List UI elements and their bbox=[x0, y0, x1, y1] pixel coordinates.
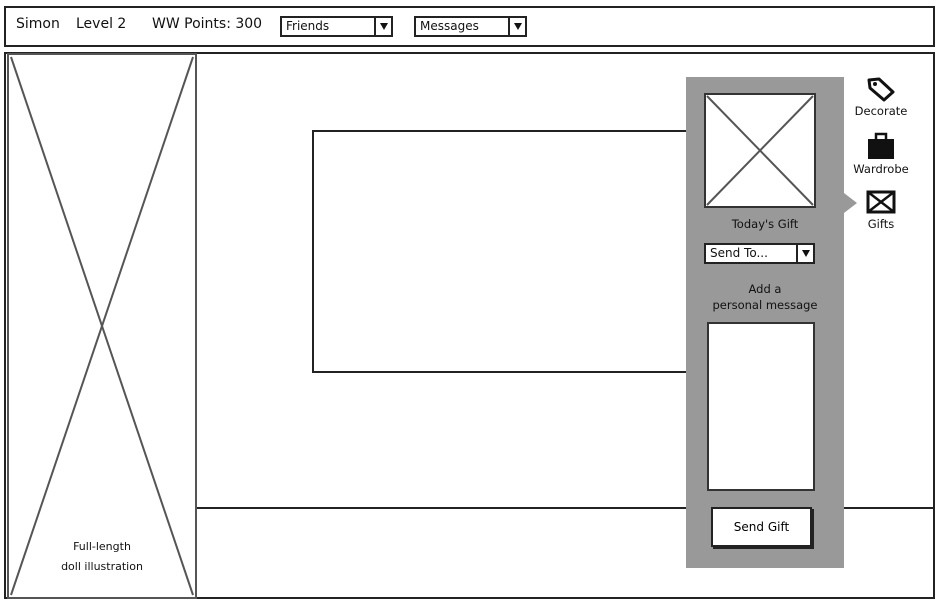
panel-pointer bbox=[844, 193, 857, 213]
toolbar-item-gifts[interactable]: Gifts bbox=[848, 189, 914, 231]
doll-caption-line1: Full-length bbox=[73, 540, 131, 553]
toolbar-item-decorate[interactable]: Decorate bbox=[848, 76, 914, 118]
doll-illustration-placeholder bbox=[7, 53, 197, 599]
points-indicator: WW Points: 300 bbox=[152, 16, 263, 32]
toolbar-item-gifts-label: Gifts bbox=[867, 217, 895, 231]
chevron-down-icon[interactable] bbox=[508, 18, 525, 35]
todays-gift-label: Today's Gift bbox=[731, 217, 799, 231]
personal-message-label-line2: personal message bbox=[712, 298, 818, 312]
image-placeholder-cross-icon bbox=[706, 95, 814, 206]
bag-icon bbox=[868, 132, 894, 159]
todays-gift-image bbox=[704, 93, 816, 208]
send-to-dropdown[interactable]: Send To... bbox=[704, 243, 815, 264]
send-gift-button[interactable]: Send Gift bbox=[711, 507, 812, 547]
tag-icon bbox=[867, 77, 895, 102]
top-bar bbox=[4, 6, 935, 47]
doll-caption-line2: doll illustration bbox=[61, 560, 143, 573]
toolbar-item-wardrobe-label: Wardrobe bbox=[853, 162, 909, 176]
toolbar-item-wardrobe[interactable]: Wardrobe bbox=[848, 130, 914, 176]
friends-dropdown[interactable]: Friends bbox=[280, 16, 393, 37]
chevron-down-icon[interactable] bbox=[374, 18, 391, 35]
username: Simon bbox=[16, 16, 60, 32]
toolbar-item-decorate-label: Decorate bbox=[854, 104, 908, 118]
messages-dropdown[interactable]: Messages bbox=[414, 16, 527, 37]
messages-dropdown-value: Messages bbox=[420, 19, 479, 33]
level-indicator: Level 2 bbox=[76, 16, 127, 32]
gift-icon bbox=[866, 190, 896, 214]
personal-message-input[interactable] bbox=[707, 322, 815, 491]
scene-box bbox=[312, 130, 692, 373]
friends-dropdown-value: Friends bbox=[286, 19, 330, 33]
image-placeholder-cross-icon bbox=[10, 56, 194, 596]
send-to-dropdown-value: Send To... bbox=[710, 246, 768, 260]
chevron-down-icon[interactable] bbox=[796, 245, 813, 262]
personal-message-label-line1: Add a bbox=[748, 282, 782, 296]
floor-divider bbox=[197, 507, 935, 509]
